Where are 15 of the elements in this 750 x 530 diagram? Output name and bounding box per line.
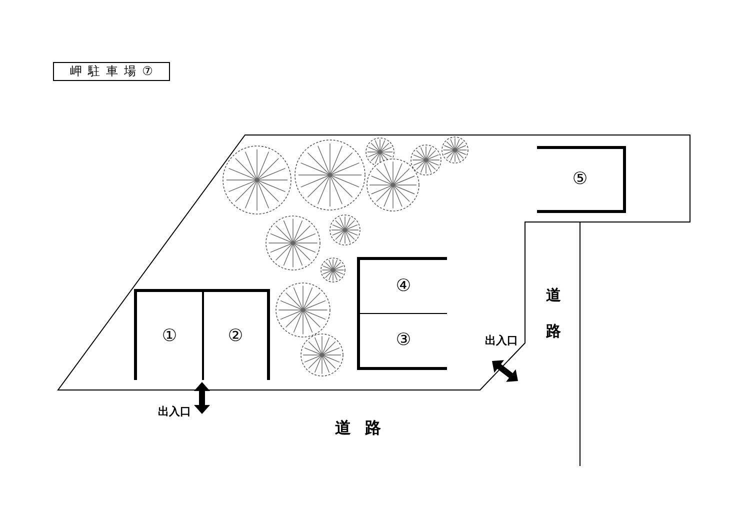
parking-space (357, 257, 447, 314)
parking-space (537, 146, 626, 213)
parking-space (203, 289, 270, 380)
parking-space (134, 289, 203, 380)
parking-space (357, 313, 447, 370)
entrance-label: 出入口 (158, 406, 191, 417)
space-number: ⑤ (572, 171, 588, 188)
road-label: 道路 (546, 285, 561, 342)
space-number: ① (162, 328, 178, 344)
entrance-label: 出入口 (485, 335, 518, 346)
road-label: 道路 (335, 420, 395, 436)
title: 岬駐車場⑦ (53, 62, 170, 81)
space-number: ④ (396, 278, 412, 295)
space-number: ③ (396, 332, 412, 349)
space-number: ② (228, 328, 244, 344)
